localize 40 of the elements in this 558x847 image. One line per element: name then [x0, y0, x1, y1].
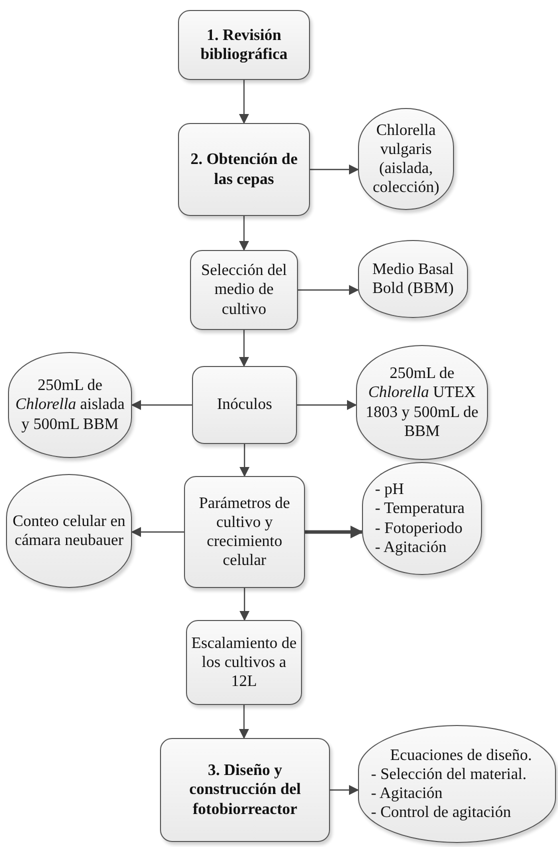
node-text: - Agitación [375, 538, 447, 557]
process-box [184, 476, 305, 588]
arrow [239, 216, 249, 251]
node-text: - Fotoperiodo [375, 518, 463, 538]
node-text: - pH [375, 480, 404, 500]
node-text: Conteo celular en cámara neubauer [12, 512, 126, 550]
arrow [131, 400, 192, 410]
node-text: 2. Obtención de las cepas [189, 150, 299, 189]
node-text: Chlorella vulgaris (aislada, colección) [372, 120, 440, 198]
arrow [240, 444, 250, 477]
node-text: 250mL de Chlorella aislada y 500mL BBM [14, 376, 126, 434]
node-text: - Control de agitación [371, 803, 511, 822]
node-text: Medio Basal Bold (BBM) [371, 260, 455, 298]
process-box [192, 366, 297, 444]
arrow [298, 285, 359, 295]
process-box [190, 250, 298, 330]
node-text: Selección del medio de cultivo [200, 261, 288, 319]
process-box [178, 123, 310, 216]
arrow [297, 400, 357, 410]
node-text: Parámetros de cultivo y crecimiento celular [198, 494, 292, 570]
node-text: Escalamiento de los cultivos a 12L [191, 634, 297, 692]
node-text: Ecuaciones de diseño. [390, 746, 532, 765]
node-text: 3. Diseño y construcción del fotobiorreactor [188, 761, 302, 819]
arrow [305, 526, 364, 538]
process-box [160, 738, 330, 842]
arrow [239, 330, 249, 367]
arrow [330, 785, 359, 795]
node-text: 1. Revisión bibliográfica [199, 26, 289, 64]
arrow [310, 164, 359, 174]
node-text: - Temperatura [375, 499, 465, 518]
arrow [239, 80, 249, 124]
arrow [240, 588, 250, 621]
node-text: - Selección del material. [371, 764, 526, 784]
node-text: Inóculos [216, 395, 272, 415]
node-text: - Agitación [371, 784, 443, 804]
process-box [186, 620, 302, 705]
node-text: 250mL de Chlorella UTEX 1803 y 500mL de BBM [364, 364, 480, 441]
arrow [239, 705, 249, 739]
arrow [131, 527, 184, 537]
process-box [178, 10, 310, 80]
